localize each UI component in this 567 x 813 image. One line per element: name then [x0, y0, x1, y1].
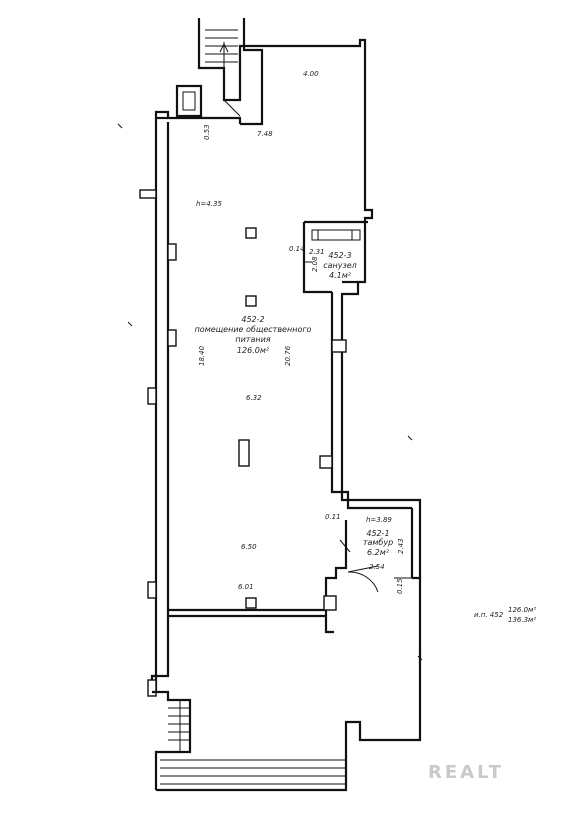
dim-7-48: 7.48 [257, 130, 273, 138]
dim-0-53: 0.53 [203, 124, 211, 140]
room-vestibule-number: 452-1 [366, 529, 389, 538]
dim-2-54: 2.54 [369, 563, 385, 571]
dim-6-01: 6.01 [238, 583, 254, 591]
summary-label: и.п. 452 [474, 611, 504, 619]
room-main-label: 452-2 помещение общественного питания 12… [195, 315, 312, 355]
room-wc-name: санузел [323, 261, 357, 270]
room-vestibule-name: тамбур [363, 538, 393, 547]
room-vestibule-label: 452-1 тамбур 6.2м² [363, 529, 393, 557]
room-main-area: 126.0м² [237, 346, 270, 355]
height-vestibule: h=3.89 [366, 516, 392, 524]
dim-0-15: 0.15 [396, 578, 404, 594]
column [245, 597, 257, 609]
dim-18-40: 18.40 [198, 345, 206, 366]
dim-6-50: 6.50 [241, 543, 257, 551]
room-wc-number: 452-3 [328, 251, 351, 260]
room-wc-area: 4.1м² [329, 271, 352, 280]
area-summary: и.п. 452 126.0м² 136.3м² [474, 606, 536, 624]
room-main-name-1: помещение общественного [195, 325, 312, 334]
room-main-number: 452-2 [241, 315, 264, 324]
dim-4-00: 4.00 [303, 70, 319, 78]
room-vestibule-area: 6.2м² [367, 548, 390, 557]
top-stair [197, 18, 246, 117]
column [245, 227, 257, 239]
dim-6-32: 6.32 [246, 394, 262, 402]
summary-area-1: 126.0м² [508, 606, 536, 614]
dim-0-11: 0.11 [325, 513, 341, 521]
dim-2-43: 2.43 [397, 538, 405, 554]
outer-wall [244, 38, 422, 578]
watermark-logo: REALT [428, 762, 504, 783]
dim-2-08: 2.08 [311, 256, 319, 272]
column [238, 439, 250, 467]
room-wc-label: 452-3 санузел 4.1м² [323, 251, 357, 280]
dim-2-31: 2.31 [309, 248, 325, 256]
dim-20-76: 20.76 [284, 345, 292, 366]
dim-0-14: 0.14 [289, 245, 305, 253]
summary-area-2: 136.3м² [508, 616, 536, 624]
shaft-block [175, 84, 203, 118]
column [245, 295, 257, 307]
room-main-name-2: питания [235, 335, 270, 344]
wc-room [302, 220, 368, 294]
height-main: h=4.35 [196, 200, 222, 208]
